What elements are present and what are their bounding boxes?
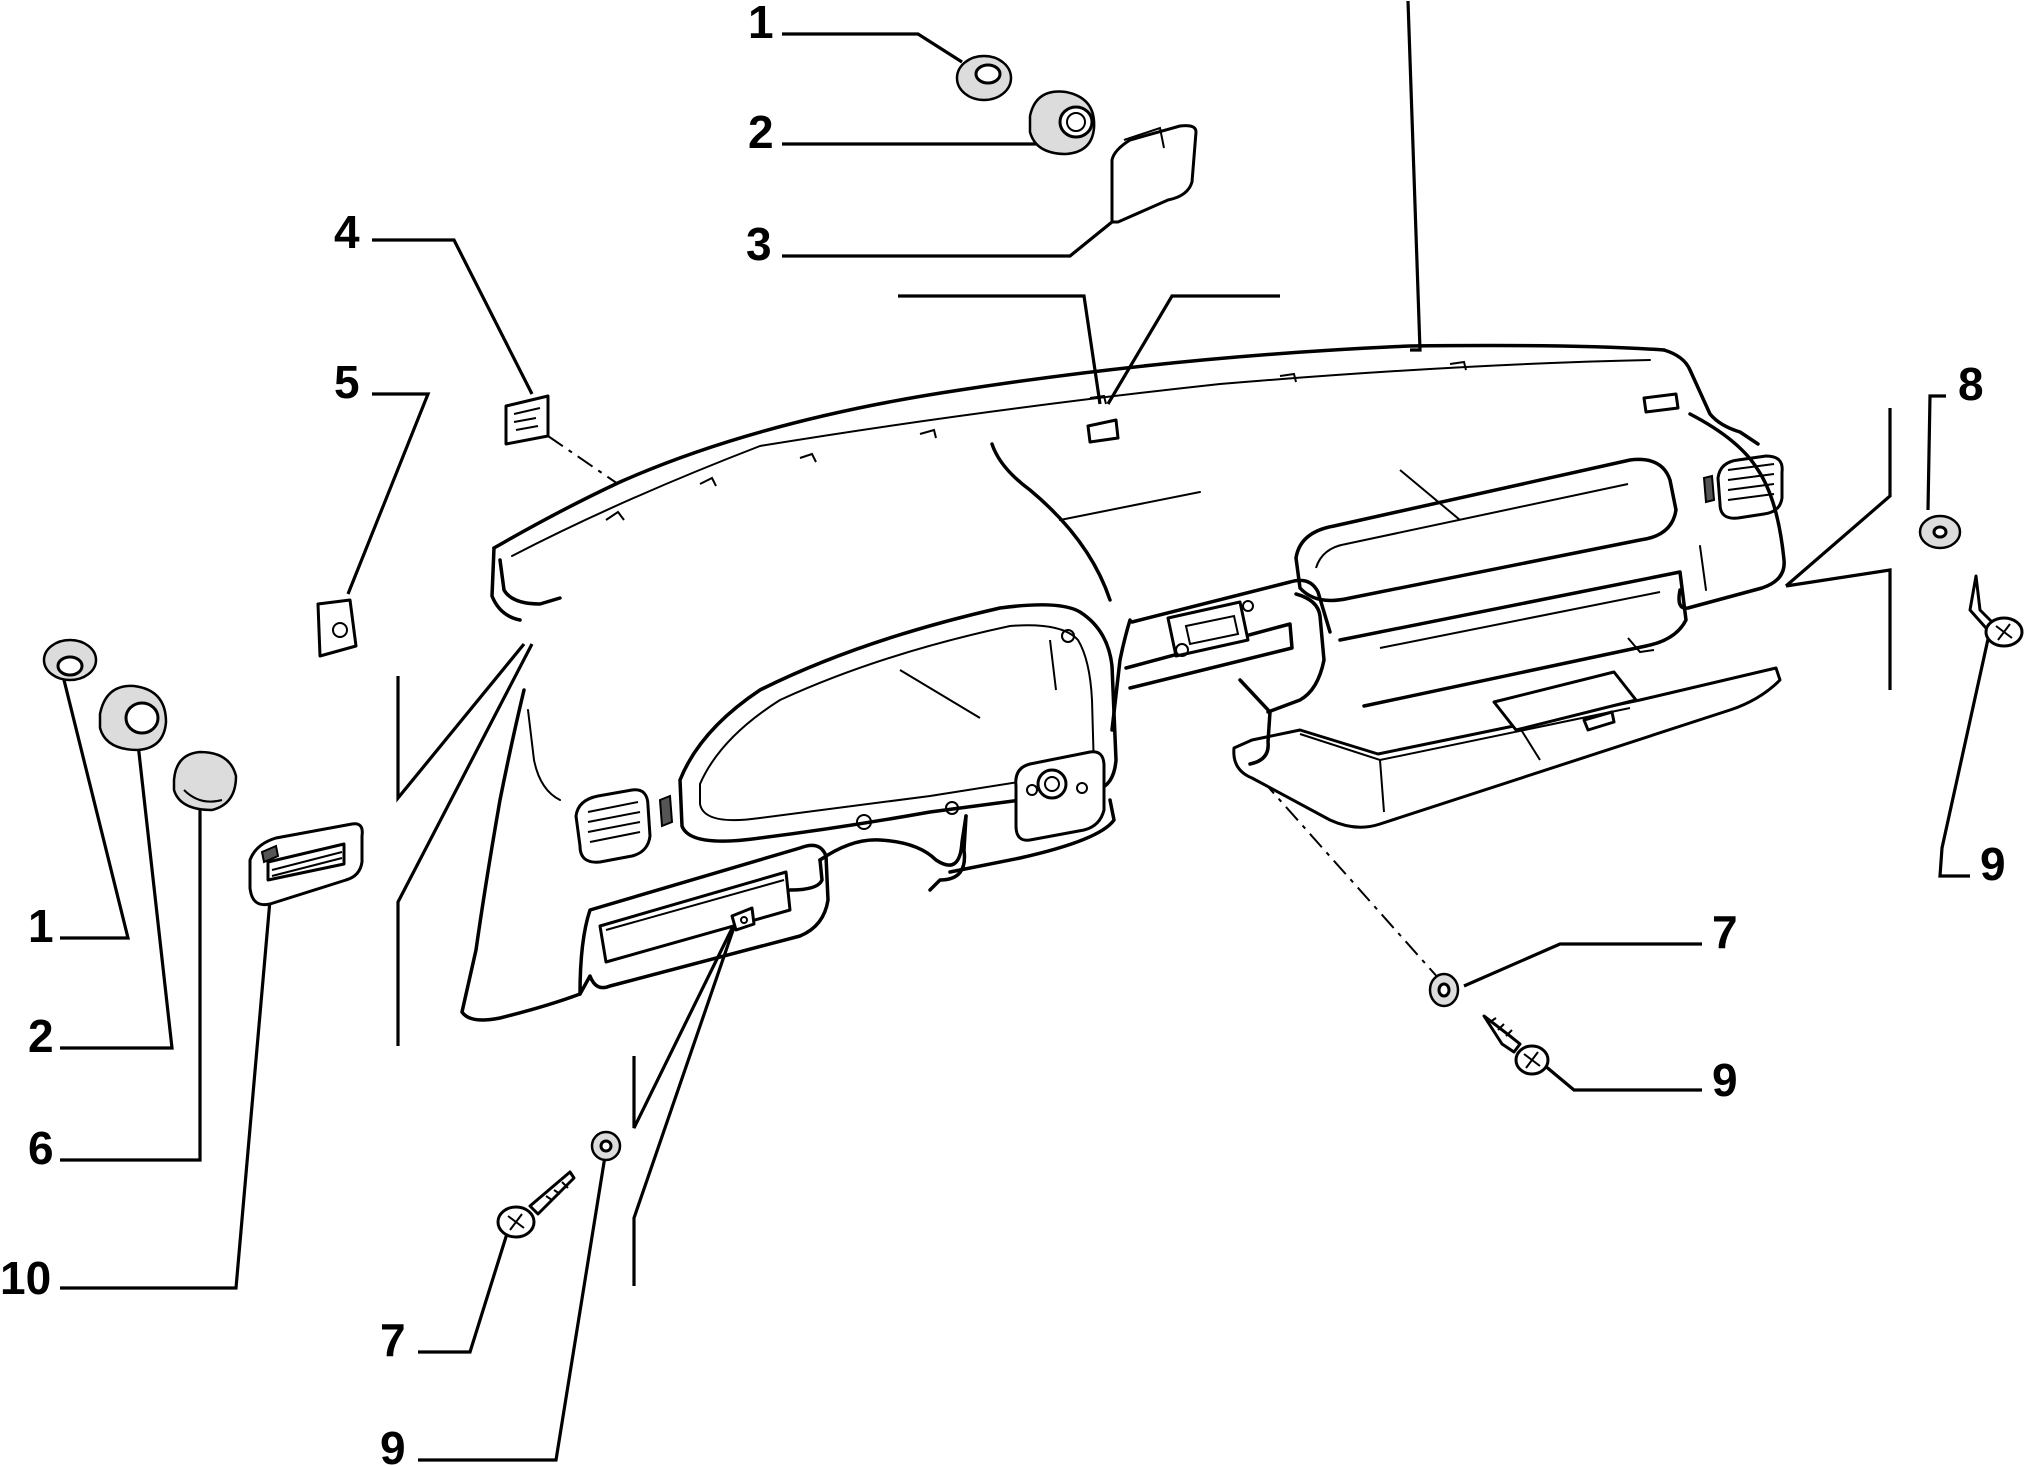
screw-7-bottom (496, 1170, 576, 1239)
screw-9-right (1968, 574, 2024, 648)
callout-5: 5 (334, 356, 360, 408)
callout-3-top: 3 (746, 218, 772, 270)
grommet-1-top (955, 54, 1013, 102)
callout-8: 8 (1958, 358, 1984, 410)
callout-10: 10 (0, 1252, 51, 1304)
callout-2-top: 2 (748, 106, 774, 158)
callout-7-bottom: 7 (380, 1314, 406, 1366)
callout-1-top: 1 (748, 0, 774, 48)
cap-knob-6 (172, 750, 238, 812)
callout-9-right: 9 (1980, 838, 2006, 890)
screw-9-mid (1482, 1014, 1550, 1076)
grommet-1-left (42, 638, 98, 682)
projection-lines (547, 435, 1441, 981)
dashboard-panel (460, 343, 1786, 1022)
callout-2-left: 2 (28, 1010, 54, 1062)
washer-9-bottom (590, 1130, 622, 1162)
cover-cap-3 (1110, 124, 1198, 224)
washer-8 (1918, 514, 1962, 550)
clip-5 (316, 598, 358, 658)
callout-6: 6 (28, 1122, 54, 1174)
leader-lines (60, 0, 1992, 1462)
callout-9-bottom: 9 (380, 1422, 406, 1466)
callout-4: 4 (334, 206, 360, 258)
air-vent-10 (248, 822, 364, 907)
callout-7-mid: 7 (1712, 906, 1738, 958)
callout-9-mid: 9 (1712, 1054, 1738, 1106)
washer-7-mid (1428, 972, 1460, 1008)
bushing-2-top (1028, 90, 1096, 156)
bushing-2-left (98, 684, 168, 752)
speaker-grille-4 (504, 394, 550, 446)
callout-1-left: 1 (28, 900, 54, 952)
